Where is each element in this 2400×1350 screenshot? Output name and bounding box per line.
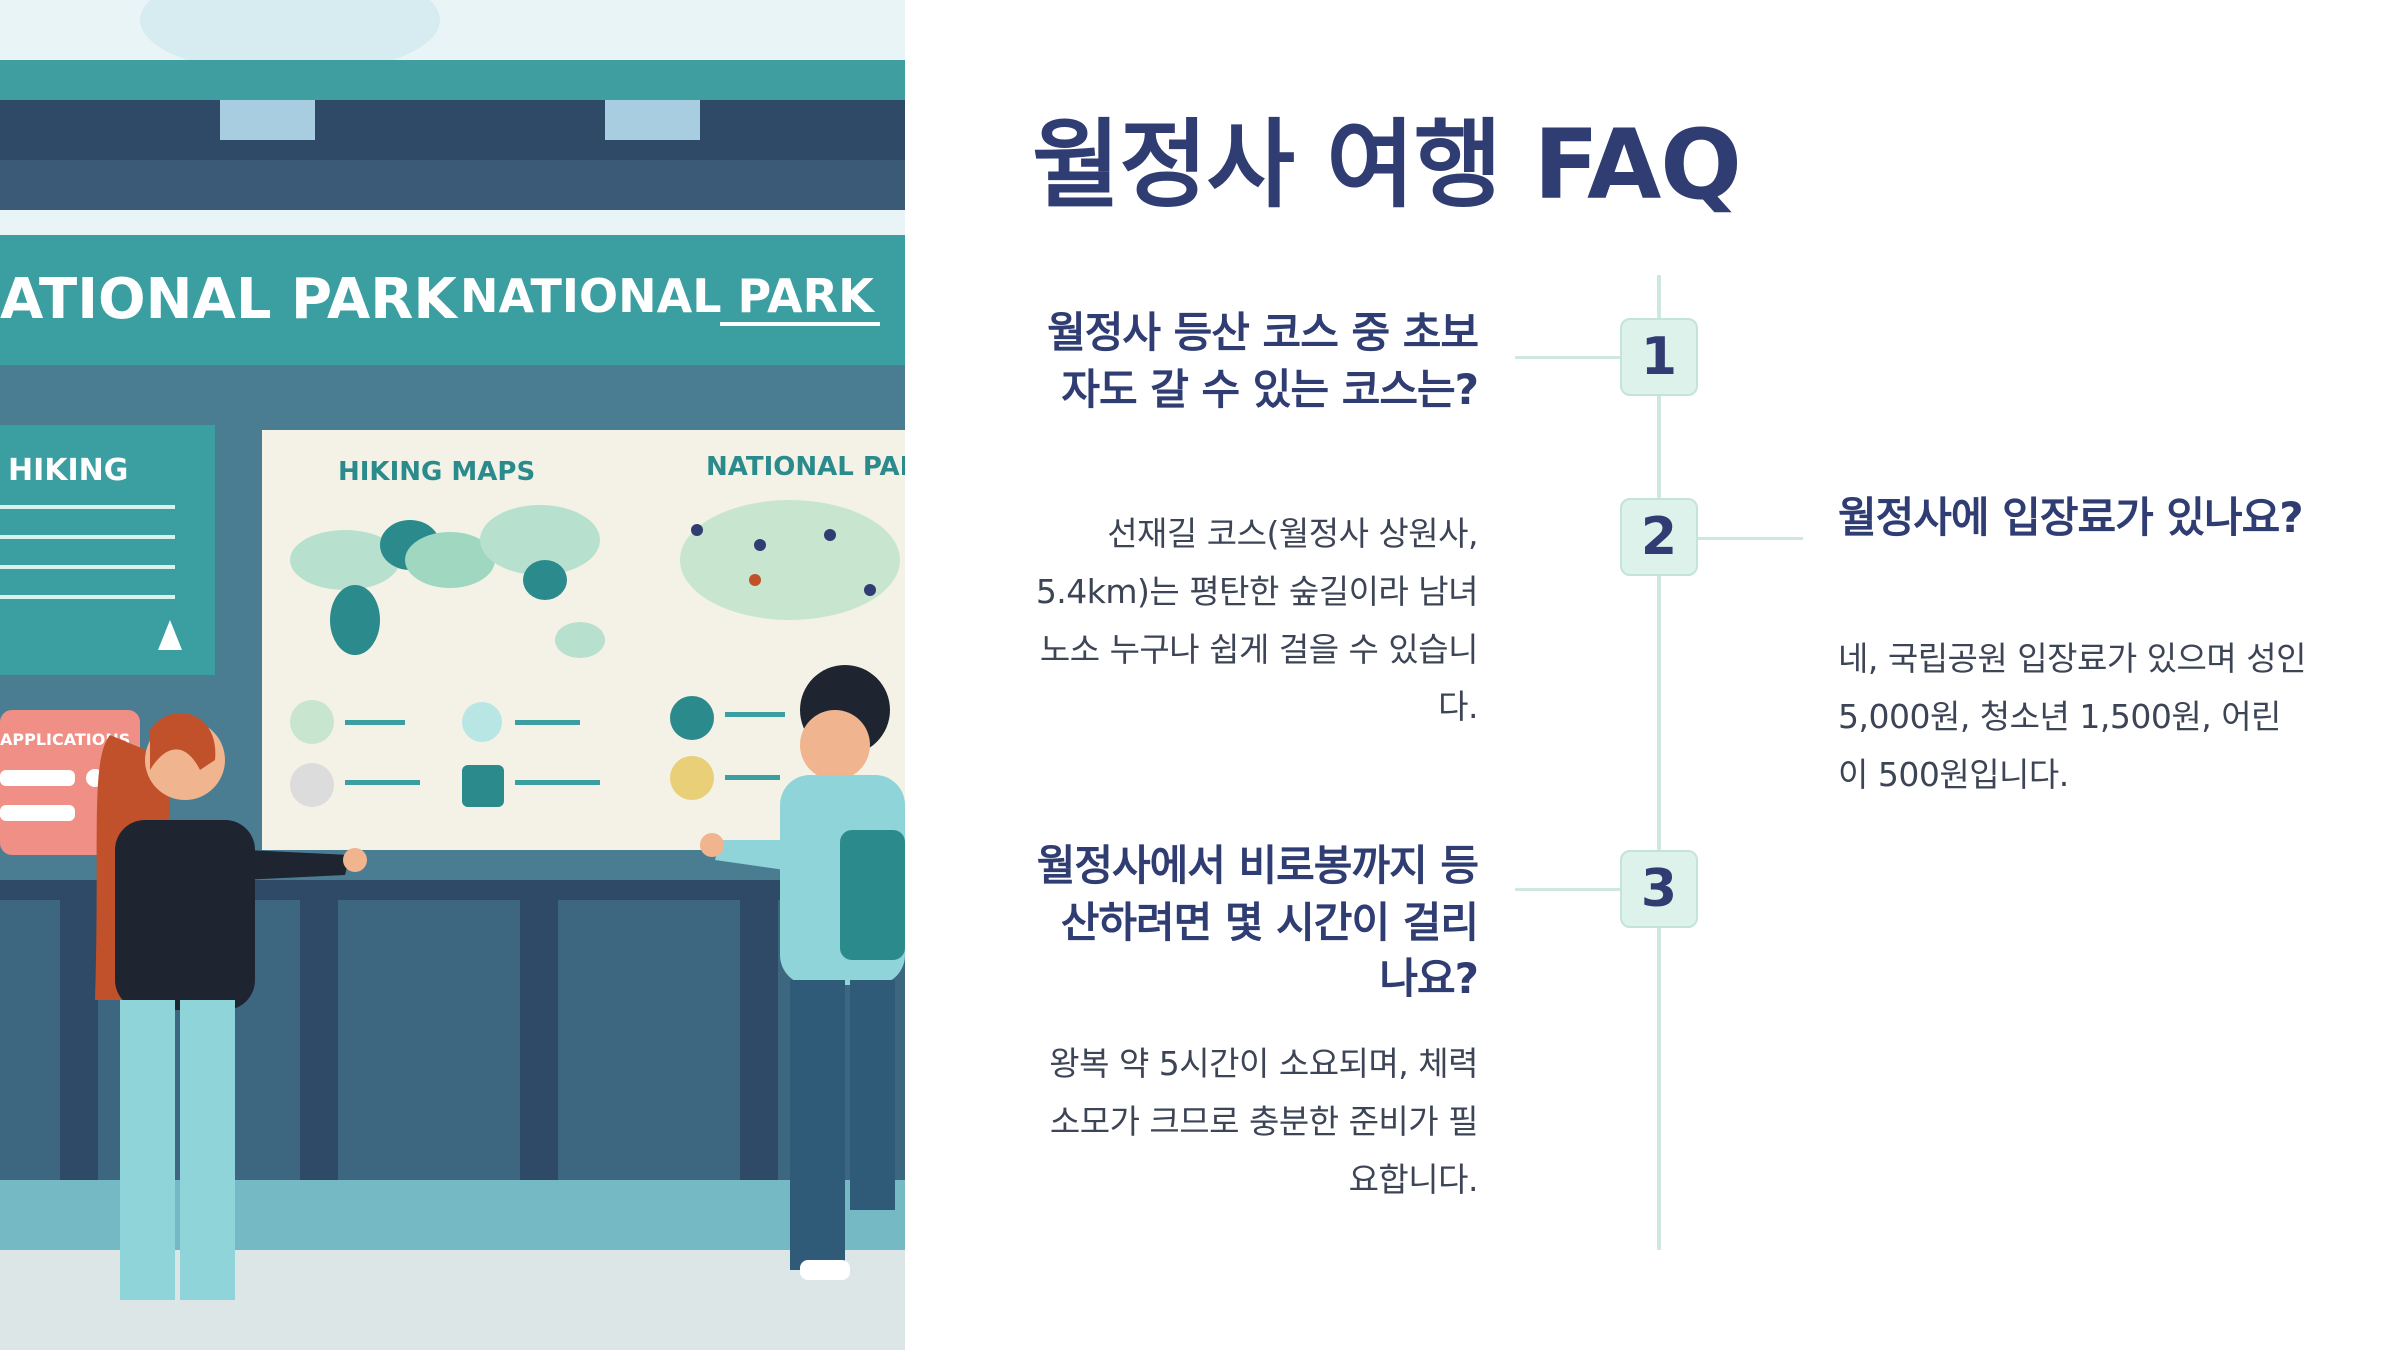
- faq-answer-3: 왕복 약 5시간이 소요되며, 체력 소모가 크므로 충분한 준비가 필요합니다…: [1049, 1044, 1478, 1199]
- connector-1: [1515, 356, 1620, 359]
- faq-number-badge-3: 3: [1620, 850, 1698, 928]
- faq-question-3: 월정사에서 비로봉까지 등산하려면 몇 시간이 걸리나요?: [1036, 841, 1479, 1004]
- faq-question-1: 월정사 등산 코스 중 초보자도 갈 수 있는 코스는?: [1047, 308, 1479, 414]
- sign-text-right: NATIONAL PARK: [460, 269, 876, 323]
- connector-3: [1515, 888, 1620, 891]
- faq-question-2: 월정사에 입장료가 있나요?: [1838, 493, 2304, 542]
- panel-maps-text: HIKING MAPS: [338, 457, 535, 487]
- page-title: 월정사 여행 FAQ: [1032, 109, 1742, 221]
- connector-2: [1698, 537, 1803, 540]
- faq-number-badge-2: 2: [1620, 498, 1698, 576]
- faq-answer-1: 선재길 코스(월정사 상원사, 5.4km)는 평탄한 숲길이라 남녀노소 누구…: [1035, 514, 1479, 727]
- sign-text-left: ATIONAL PARK: [0, 267, 459, 332]
- faq-number-badge-1: 1: [1620, 318, 1698, 396]
- timeline-spine: [1657, 275, 1661, 1250]
- panel-national-text: NATIONAL PAR: [706, 452, 905, 482]
- panel-hiking-text: HIKING: [8, 453, 128, 488]
- panel-applications-text: APPLICATIONS: [0, 730, 130, 749]
- national-park-illustration: ATIONAL PARK NATIONAL PARK HIKING HIKING…: [0, 0, 905, 1350]
- faq-answer-2: 네, 국립공원 입장료가 있으며 성인 5,000원, 청소년 1,500원, …: [1838, 639, 2307, 794]
